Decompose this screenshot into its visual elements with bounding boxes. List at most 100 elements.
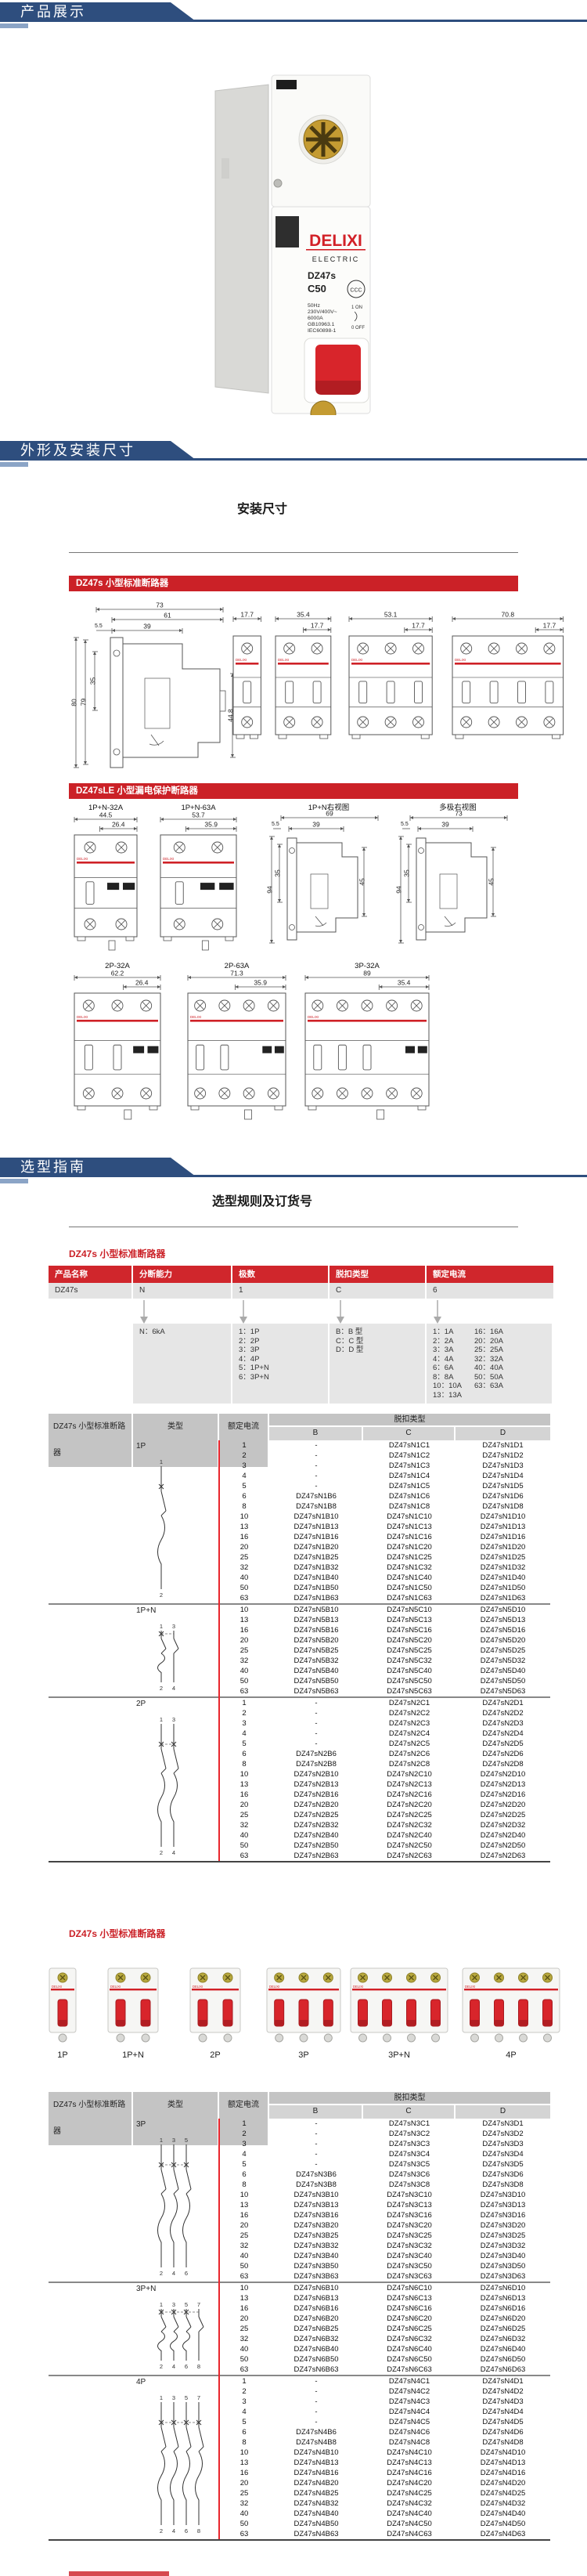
trip-col-C: C (363, 1427, 456, 1440)
order-no-d: DZ47sN1D32 (480, 1563, 526, 1572)
dimension-h: 73 (409, 810, 508, 821)
order-no-d: DZ47sN2D40 (480, 1831, 526, 1840)
pole-schematic: 12 34 56 78 (157, 2394, 204, 2534)
order-no-c: DZ47sN3C6 (388, 2170, 430, 2179)
dz47sle-row2-svg: 2P-32A 62.2 26.4 DELIXI 2P-63A 71.3 35.9… (74, 962, 430, 1120)
rated-current: 8 (242, 1502, 247, 1511)
screw-icon (116, 2033, 125, 2043)
order-no-d: DZ47sN4D32 (480, 2499, 526, 2508)
order-no-c: DZ47sN6C32 (387, 2335, 432, 2343)
label-window (275, 216, 299, 247)
order-no-c: DZ47sN2C1 (388, 1699, 430, 1707)
section-band-selection-guide: 选型指南 (0, 1158, 587, 1186)
svg-text:6000A: 6000A (308, 316, 323, 321)
order-no-c: DZ47sN3C40 (387, 2252, 432, 2260)
dimension-h: 62.2 (74, 970, 161, 981)
order-no-d: DZ47sN4D40 (480, 2509, 526, 2518)
dimension-h: 69 (280, 810, 379, 821)
order-no-d: DZ47sN2D3 (482, 1719, 524, 1728)
order-no-c: DZ47sN2C32 (387, 1821, 432, 1830)
svg-text:DELIXI: DELIXI (269, 1985, 279, 1989)
order-no-b: DZ47sN6B63 (294, 2365, 339, 2374)
dimension-v: 45 (358, 847, 367, 917)
order-no-b: DZ47sN1B13 (294, 1523, 339, 1531)
svg-text:35.9: 35.9 (254, 979, 267, 987)
svg-text:35: 35 (89, 677, 97, 685)
svg-text:5: 5 (185, 2137, 188, 2144)
photo-row-svg: DELIXI 1P DELIXI 1P+N DELIXI 2P DELIXI (49, 1967, 560, 2060)
screw-icon (299, 2033, 308, 2043)
svg-text:1: 1 (160, 2301, 163, 2308)
screw-icon (495, 2033, 503, 2043)
order-no-b: DZ47sN5B50 (294, 1677, 339, 1685)
pole-type-label: 3P (136, 2120, 146, 2129)
rated-current: 25 (239, 2325, 249, 2333)
toggle-outline (285, 681, 294, 704)
rated-current: 10 (239, 2448, 249, 2457)
order-no-d: DZ47sN1D2 (482, 1451, 524, 1460)
rated-current: 1 (242, 2377, 247, 2386)
order-no-c: DZ47sN1C6 (388, 1492, 430, 1501)
order-no-c: DZ47sN5C63 (387, 1687, 432, 1696)
option-line: 3：3A (433, 1346, 454, 1354)
rule-header-cell: 脱扣类型 (330, 1266, 427, 1283)
toggle-outline (85, 881, 95, 905)
svg-text:1: 1 (160, 2137, 163, 2144)
order-no-c: DZ47sN2C20 (387, 1801, 432, 1809)
toggle-outline (517, 681, 526, 704)
svg-text:35.9: 35.9 (204, 821, 218, 829)
svg-text:DELIXI: DELIXI (353, 1985, 363, 1989)
product-photo-svg: DELIXI ELECTRIC DZ47s C50 CCC 50Hz 230V/… (214, 74, 371, 427)
screw-icon (198, 2033, 207, 2043)
svg-text:5.5: 5.5 (95, 623, 103, 629)
order-no-b: - (315, 2160, 318, 2169)
option-line: C：C 型 (336, 1336, 364, 1346)
order-no-d: DZ47sN1D3 (482, 1461, 524, 1470)
rated-current: 13 (239, 2201, 249, 2209)
breaker-photo-2P: DELIXI 2P (189, 1967, 241, 2060)
rated-current: 5 (242, 2160, 247, 2169)
brand-stripe (351, 663, 430, 665)
order-no-d: DZ47sN4D3 (482, 2397, 524, 2406)
toggle-outline (313, 1044, 322, 1071)
dimension-h: 35.9 (234, 979, 286, 990)
options-breaking-capacity: N：6kA (133, 1324, 232, 1404)
order-no-c: DZ47sN4C63 (387, 2530, 432, 2538)
svg-text:1 ON: 1 ON (351, 305, 362, 310)
screw-icon (358, 2033, 367, 2043)
test-button (219, 883, 234, 891)
option-line: 13：13A (433, 1390, 462, 1400)
order-no-d: DZ47sN4D13 (480, 2459, 526, 2467)
rated-current: 63 (239, 2365, 249, 2374)
rated-current: 4 (242, 2150, 247, 2159)
order-no-b: DZ47sN2B20 (294, 1801, 339, 1809)
svg-text:26.4: 26.4 (135, 979, 149, 987)
toggle-outline (545, 681, 554, 704)
order-no-d: DZ47sN1D5 (482, 1482, 524, 1490)
option-line: 6：3P+N (239, 1372, 269, 1382)
order-no-b: - (315, 2119, 318, 2128)
order-no-c: DZ47sN3C10 (387, 2191, 432, 2199)
order-no-b: DZ47sN5B20 (294, 1636, 339, 1645)
rated-current: 3 (242, 2140, 247, 2148)
order-no-d: DZ47sN6D25 (480, 2325, 526, 2333)
trip-col-D: D (456, 1427, 550, 1440)
rated-current: 25 (239, 1646, 249, 1655)
order-no-b: DZ47sN6B40 (294, 2345, 339, 2354)
order-no-c: DZ47sN1C16 (387, 1533, 432, 1541)
breaker-photo-4P: DELIXI 4P (462, 1967, 560, 2060)
